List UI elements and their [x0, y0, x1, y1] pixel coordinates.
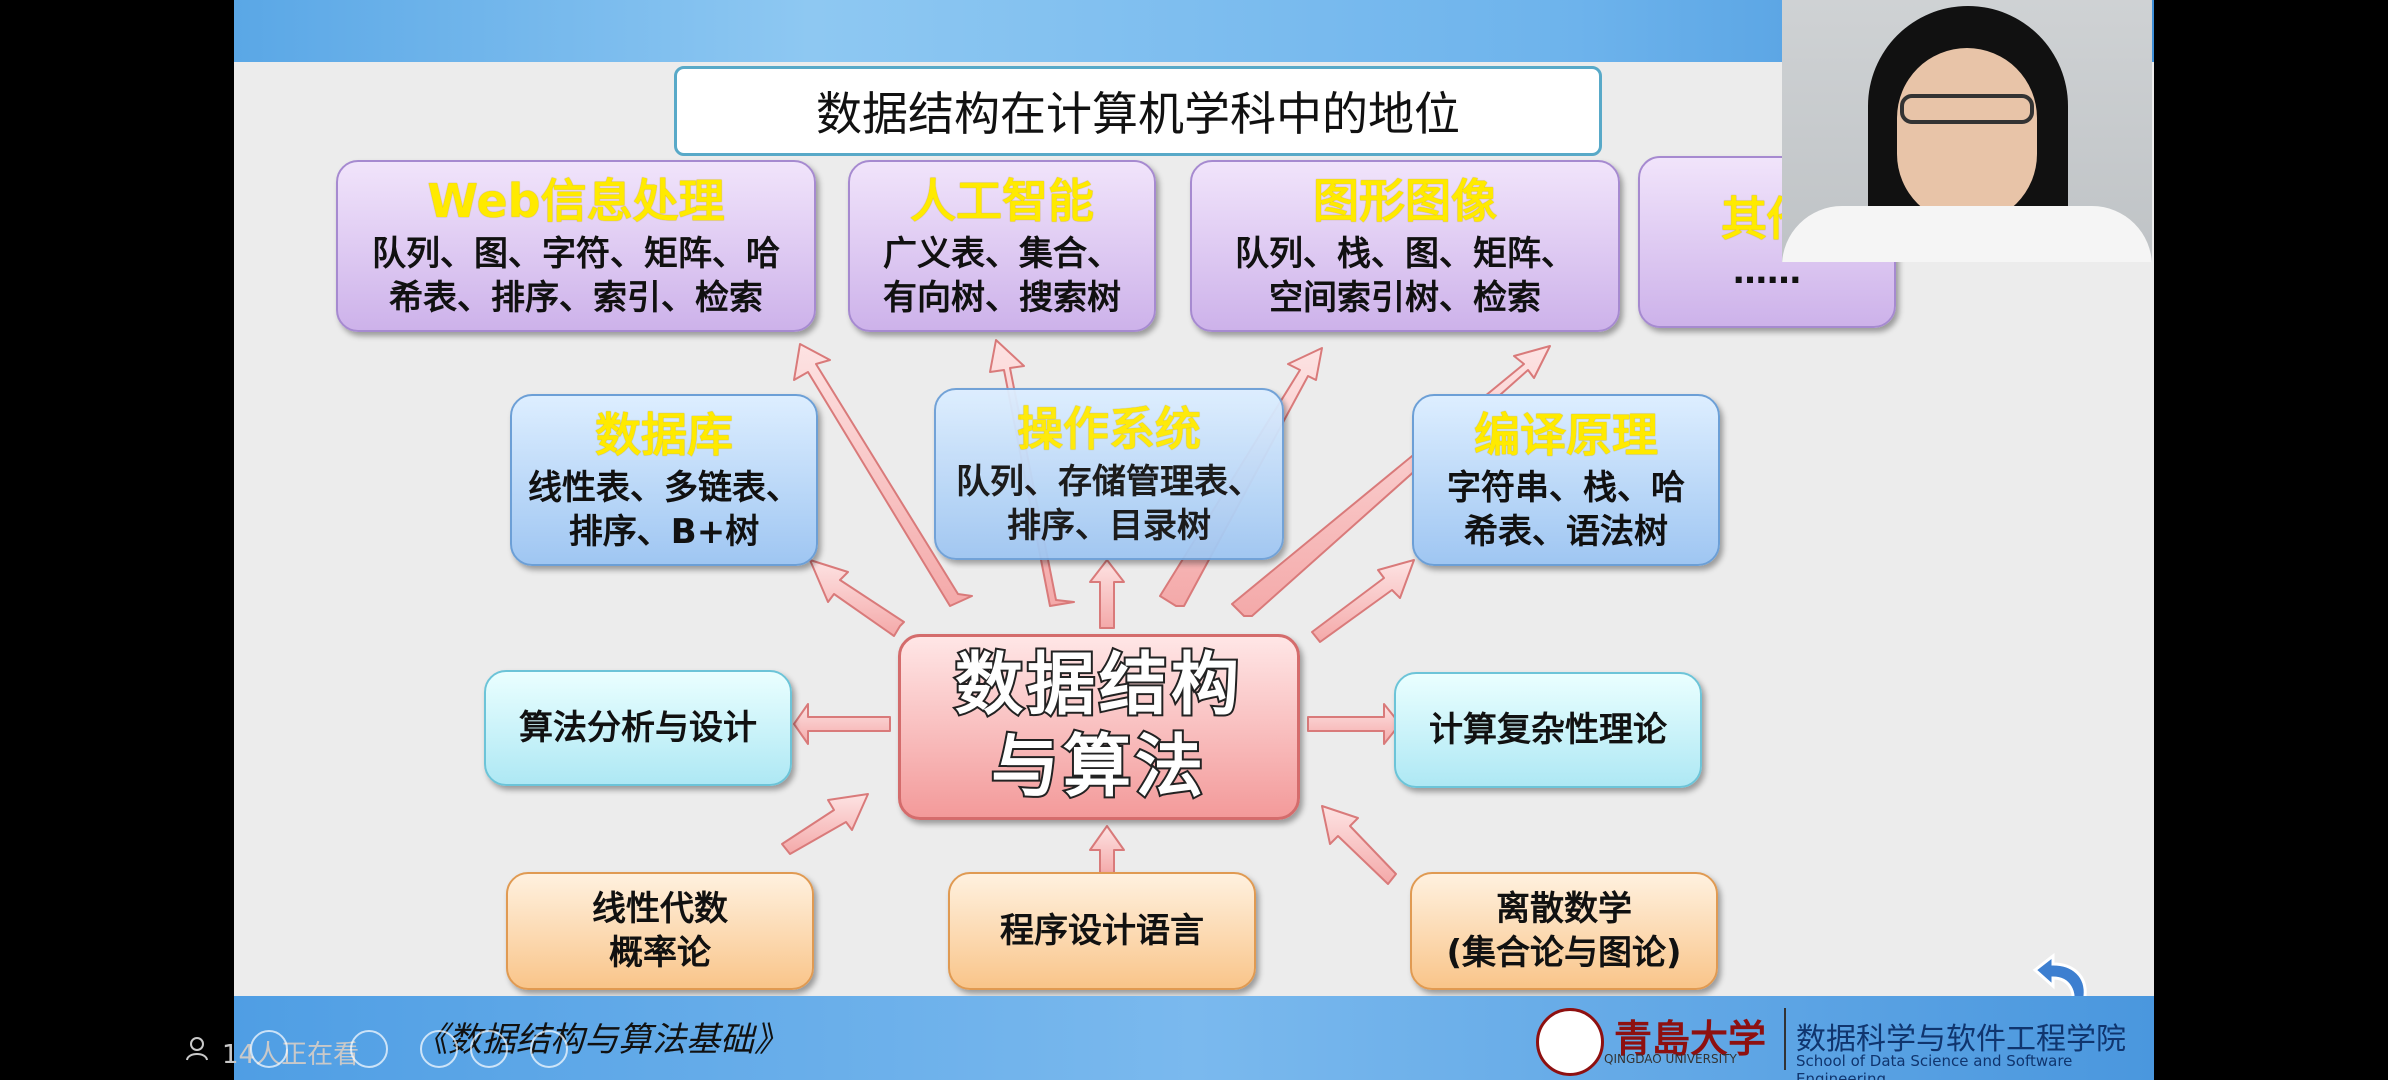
box-os-line1: 队列、存储管理表、: [956, 461, 1262, 502]
school-name-cn: 数据科学与软件工程学院: [1796, 1022, 2126, 1057]
arrow-to-compiler: [1311, 559, 1415, 643]
box-linear-algebra: 线性代数 概率论: [506, 872, 814, 990]
box-ai-line2: 有向树、搜索树: [883, 277, 1121, 318]
box-web-info-title: Web信息处理: [427, 173, 725, 228]
box-complexity-label: 计算复杂性理论: [1429, 709, 1667, 750]
box-os: 操作系统 队列、存储管理表、 排序、目录树: [934, 388, 1284, 560]
arrow-from-programming: [1089, 825, 1125, 875]
box-graphics-line2: 空间索引树、检索: [1269, 277, 1541, 318]
control-circle-3[interactable]: [420, 1030, 458, 1068]
university-logo: [1536, 1008, 1604, 1076]
box-complexity: 计算复杂性理论: [1394, 672, 1702, 788]
control-circle-5[interactable]: [530, 1030, 568, 1068]
presenter-face: [1897, 48, 2037, 224]
box-linear-algebra-line2: 概率论: [609, 933, 711, 973]
box-linear-algebra-line1: 线性代数: [592, 888, 728, 929]
viewers-icon: [186, 1037, 208, 1061]
zoom-icon[interactable]: [470, 1030, 508, 1068]
box-ai-line1: 广义表、集合、: [883, 233, 1121, 274]
box-center-data-structures: 数据结构 与算法: [898, 634, 1300, 820]
box-web-info-line1: 队列、图、字符、矩阵、哈: [372, 233, 780, 274]
viewers-count: 14人正在看: [222, 1040, 360, 1070]
box-ai: 人工智能 广义表、集合、 有向树、搜索树: [848, 160, 1156, 332]
box-database-title: 数据库: [595, 407, 733, 462]
arrow-to-complexity: [1307, 703, 1401, 745]
box-compiler-title: 编译原理: [1474, 407, 1658, 462]
box-database: 数据库 线性表、多链表、 排序、B+树: [510, 394, 818, 566]
footer-separator: [1784, 1008, 1786, 1070]
arrow-from-linear-algebra: [781, 793, 869, 855]
box-ai-title: 人工智能: [910, 173, 1094, 228]
slide-footer: 《数据结构与算法基础》 青島大学 QINGDAO UNIVERSITY 数据科学…: [234, 996, 2154, 1080]
arrow-to-algorithms: [793, 703, 891, 745]
box-algorithms: 算法分析与设计: [484, 670, 792, 786]
box-os-line2: 排序、目录树: [1007, 505, 1211, 546]
box-programming-language-label: 程序设计语言: [1000, 910, 1204, 951]
box-discrete-math: 离散数学 (集合论与图论): [1410, 872, 1718, 990]
arrow-to-database: [809, 559, 905, 637]
box-compiler-line2: 希表、语法树: [1464, 511, 1668, 552]
control-circle-2[interactable]: [350, 1030, 388, 1068]
center-line2: 与算法: [989, 726, 1207, 809]
box-graphics-title: 图形图像: [1313, 173, 1497, 228]
box-web-info-line2: 希表、排序、索引、检索: [389, 277, 763, 318]
box-discrete-math-line2: (集合论与图论): [1446, 933, 1682, 973]
university-name-cn: 青島大学: [1614, 1016, 1767, 1061]
presenter-glasses: [1900, 94, 2034, 124]
box-os-title: 操作系统: [1017, 401, 1201, 456]
center-line1: 数据结构: [953, 644, 1243, 727]
box-programming-language: 程序设计语言: [948, 872, 1256, 990]
presenter-webcam: [1782, 0, 2152, 262]
school-name-en: School of Data Science and Software Engi…: [1796, 1052, 2073, 1080]
presenter-shirt: [1782, 206, 2152, 262]
control-circle-1[interactable]: [250, 1030, 288, 1068]
box-database-line2: 排序、B+树: [568, 511, 760, 552]
box-compiler: 编译原理 字符串、栈、哈 希表、语法树: [1412, 394, 1720, 566]
box-graphics: 图形图像 队列、栈、图、矩阵、 空间索引树、检索: [1190, 160, 1620, 332]
box-discrete-math-line1: 离散数学: [1496, 888, 1632, 929]
arrow-to-os: [1089, 559, 1125, 629]
box-graphics-line1: 队列、栈、图、矩阵、: [1235, 233, 1575, 274]
box-compiler-line1: 字符串、栈、哈: [1447, 467, 1685, 508]
slide-title: 数据结构在计算机学科中的地位: [674, 66, 1602, 156]
university-name-en: QINGDAO UNIVERSITY: [1604, 1052, 1737, 1066]
box-web-info: Web信息处理 队列、图、字符、矩阵、哈 希表、排序、索引、检索: [336, 160, 816, 332]
box-database-line1: 线性表、多链表、: [528, 467, 800, 508]
box-algorithms-label: 算法分析与设计: [519, 707, 757, 748]
arrow-from-discrete-math: [1321, 805, 1397, 885]
